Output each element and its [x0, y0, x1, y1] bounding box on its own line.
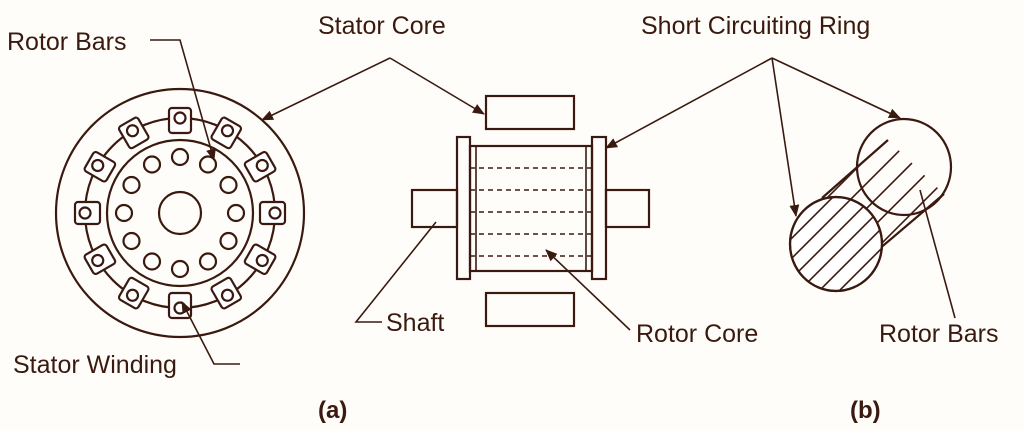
leader-stator-core-right: [389, 57, 485, 115]
stator-slot: [83, 243, 117, 276]
motor-side-view: [410, 94, 651, 328]
label-rotor-bars-a: Rotor Bars: [7, 28, 126, 56]
rotor-bar: [122, 231, 141, 251]
squirrel-cage: [788, 117, 953, 293]
stator-slot: [243, 150, 277, 183]
stator-slots: [73, 106, 287, 320]
stator-slot: [243, 243, 277, 276]
end-ring-left: [455, 135, 472, 281]
shaft-cross-section: [157, 190, 203, 236]
rotor-bar: [170, 259, 190, 279]
rotor-bar: [170, 147, 190, 167]
caption-a: (a): [318, 397, 347, 424]
leader-stator-winding: [181, 301, 240, 365]
rotor-core-body: [468, 144, 594, 273]
rotor-bar: [219, 175, 238, 195]
stator-slot: [117, 276, 150, 310]
stator-core-top: [484, 94, 576, 131]
label-stator-winding: Stator Winding: [13, 351, 177, 379]
leader-stator-core-left: [261, 57, 391, 121]
stator-slot: [117, 116, 150, 150]
shaft-left: [410, 188, 459, 229]
stator-core-bottom: [484, 291, 576, 328]
leader-scr-right: [771, 57, 901, 119]
stator-outer-ring: [54, 87, 306, 339]
stator-slot: [210, 276, 243, 310]
stator-slot: [83, 150, 117, 183]
label-stator-core: Stator Core: [318, 12, 446, 40]
label-short-circuiting-ring: Short Circuiting Ring: [641, 12, 870, 40]
label-rotor-bars-b: Rotor Bars: [879, 320, 998, 348]
rotor-outer: [105, 138, 255, 288]
label-shaft: Shaft: [386, 309, 444, 337]
leader-scr-left: [605, 57, 773, 149]
stator-slot: [167, 106, 193, 135]
cage-edge-bottom: [877, 193, 945, 251]
leader-shaft: [354, 221, 437, 323]
short-circuit-ring-back: [855, 117, 953, 217]
leader-rotor-core: [545, 249, 631, 331]
shaft-right: [604, 188, 651, 229]
leader-lines: [150, 39, 956, 365]
caption-b: (b): [850, 397, 881, 424]
rotor-bar: [142, 252, 162, 271]
cage-edge-top: [821, 139, 889, 199]
end-ring-right: [590, 135, 608, 281]
rotor-bar: [219, 231, 238, 251]
stator-slot: [258, 200, 287, 226]
rotor-bar: [198, 252, 218, 271]
rotor-bar: [142, 155, 162, 174]
leader-rotor-bars-a: [150, 39, 216, 161]
motor-cross-section: [54, 87, 306, 339]
leader-rotor-bars-b: [919, 189, 956, 319]
label-rotor-core: Rotor Core: [636, 320, 758, 348]
rotor-bar: [122, 175, 141, 195]
stator-slot: [73, 200, 102, 226]
rotor-bars: [114, 147, 246, 279]
rotor-bar: [226, 203, 246, 223]
rotor-bar: [114, 203, 134, 223]
leader-scr-middle: [771, 57, 800, 217]
stator-slot: [210, 116, 243, 150]
stator-inner-bore: [83, 116, 277, 310]
